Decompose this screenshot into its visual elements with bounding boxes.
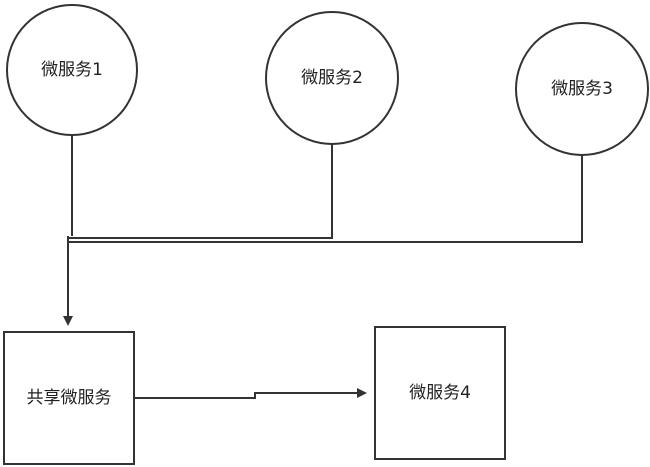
- node-microservice-1: 微服务1: [6, 4, 138, 136]
- edge-ms2-to-shared: [68, 144, 333, 239]
- node-microservice-4-label: 微服务4: [409, 383, 471, 403]
- node-microservice-2: 微服务2: [265, 11, 399, 145]
- edge-shared-to-ms4: [134, 388, 367, 399]
- node-microservice-1-label: 微服务1: [41, 60, 103, 80]
- node-microservice-2-label: 微服务2: [301, 68, 363, 88]
- node-microservice-4: 微服务4: [374, 326, 506, 460]
- node-microservice-3-label: 微服务3: [551, 79, 613, 99]
- node-shared-microservice: 共享微服务: [3, 331, 135, 465]
- edge-ms3-to-shared: [68, 155, 583, 243]
- node-shared-microservice-label: 共享微服务: [27, 388, 112, 408]
- node-microservice-3: 微服务3: [515, 22, 649, 156]
